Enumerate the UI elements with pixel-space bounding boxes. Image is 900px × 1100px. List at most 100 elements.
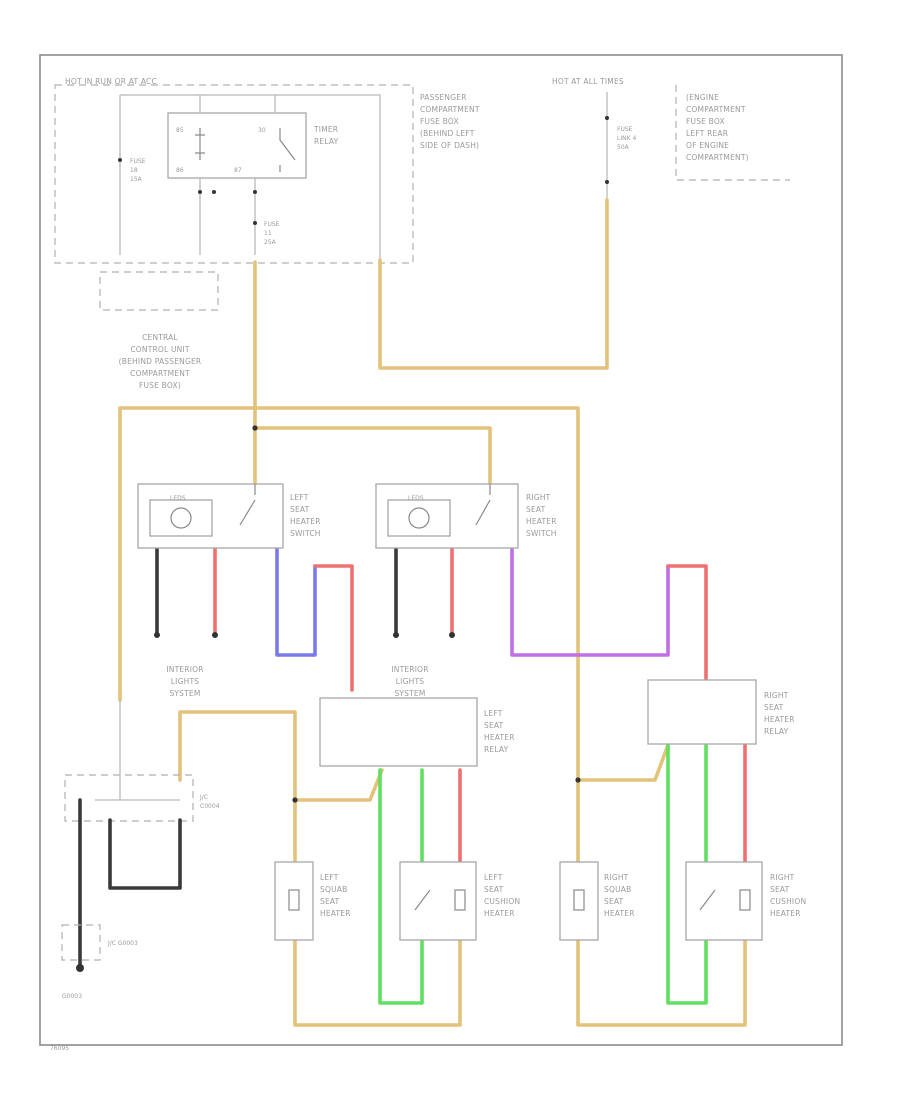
right-cushion-label-2: SEAT: [770, 885, 790, 894]
fuse-box-bus: [119, 94, 381, 260]
left-relay-label-2: SEAT: [484, 721, 504, 730]
heater-thermostat-icon: [414, 889, 431, 911]
yellow-wire-right-relay: [576, 743, 670, 782]
right-relay-label-4: RELAY: [764, 727, 789, 736]
engine-fuse-box-label-1: (ENGINE: [686, 93, 719, 102]
right-squab-label-1: RIGHT: [604, 873, 629, 882]
right-switch-led-icon: [408, 507, 430, 529]
right-switch-label-4: SWITCH: [526, 529, 557, 538]
right-squab-label-3: SEAT: [604, 897, 624, 906]
jc-ground-outline: [61, 924, 101, 961]
right-switch-label-2: SEAT: [526, 505, 546, 514]
left-switch-label-4: SWITCH: [290, 529, 321, 538]
right-switch-led-panel: [387, 499, 451, 537]
jc-connector-label-1: J/C: [199, 794, 208, 801]
left-squab-label-2: SQUAB: [320, 885, 347, 894]
engine-fuse-box-label-3: FUSE BOX: [686, 117, 725, 126]
left-seat-heater-relay: [319, 697, 478, 767]
timer-relay-label-2: RELAY: [314, 137, 339, 146]
passenger-fuse-box-label-2: COMPARTMENT: [420, 105, 480, 114]
right-seat-heater-relay: [647, 679, 757, 745]
central-control-unit-label-3: (BEHIND PASSENGER: [119, 357, 202, 366]
jc-connector-outline: [64, 774, 194, 822]
jc-connector-label-2: C0004: [200, 803, 220, 810]
heater-element-icon: [454, 889, 466, 911]
engine-fuse-box-label-6: COMPARTMENT): [686, 153, 749, 162]
ground-label: G0003: [62, 993, 82, 1000]
timer-relay-box: [167, 112, 307, 179]
right-switch-label-1: RIGHT: [526, 493, 551, 502]
left-switch-label-2: SEAT: [290, 505, 310, 514]
black-wire-jc-loop: [108, 818, 182, 890]
central-control-unit-label-4: COMPARTMENT: [130, 369, 190, 378]
heater-element-icon: [739, 889, 751, 911]
connector-dot: [449, 632, 455, 638]
interior-lights-mid-label-3: SYSTEM: [394, 689, 425, 698]
yellow-wire-right-return: [576, 938, 747, 1027]
splice-dot: [252, 425, 258, 431]
right-squab-label-4: HEATER: [604, 909, 635, 918]
right-cushion-label-1: RIGHT: [770, 873, 795, 882]
central-control-unit-label-5: FUSE BOX): [139, 381, 181, 390]
right-relay-label-2: SEAT: [764, 703, 784, 712]
hot-at-all-times-label: HOT AT ALL TIMES: [552, 77, 624, 86]
fuse-11-label-3: 25A: [264, 239, 277, 246]
yellow-wire-main-feed: [378, 198, 609, 370]
ground-point: [76, 964, 84, 972]
interior-lights-mid-label-2: LIGHTS: [396, 677, 424, 686]
connector-dot: [212, 632, 218, 638]
splice-dot: [118, 158, 122, 162]
left-squab-label-1: LEFT: [320, 873, 339, 882]
right-switch-led-label: LEDS: [408, 495, 424, 502]
heater-element-icon: [573, 889, 585, 911]
right-squab-seat-heater: [559, 861, 599, 941]
yellow-wire-left-return: [293, 938, 462, 1027]
relay-pin-86: 86: [176, 167, 184, 174]
left-switch-label-1: LEFT: [290, 493, 309, 502]
right-relay-label-1: RIGHT: [764, 691, 789, 700]
diagram-frame: [39, 54, 843, 1046]
right-switch-label-3: HEATER: [526, 517, 557, 526]
left-switch-label-3: HEATER: [290, 517, 321, 526]
relay-pin-87: 87: [234, 167, 242, 174]
central-control-unit-outline: [99, 271, 219, 311]
interior-lights-left-label-3: SYSTEM: [169, 689, 200, 698]
fuse-11-label-2: 11: [264, 230, 272, 237]
jc-ground-label: J/C G0003: [107, 940, 138, 947]
left-switch-led-icon: [170, 507, 192, 529]
diagram-code: 76095: [50, 1045, 69, 1052]
fuse-link-label-1: FUSE: [617, 126, 633, 133]
right-seat-cushion-heater: [685, 861, 763, 941]
blue-wire-left-switch: [275, 546, 317, 657]
engine-fuse-box-label-2: COMPARTMENT: [686, 105, 746, 114]
relay-contact-symbol: [279, 128, 296, 172]
left-switch-led-label: LEDS: [170, 495, 186, 502]
left-cushion-label-3: CUSHION: [484, 897, 520, 906]
right-cushion-label-4: HEATER: [770, 909, 801, 918]
left-relay-label-4: RELAY: [484, 745, 509, 754]
yellow-wire-interior-lights: [178, 710, 297, 864]
left-squab-label-3: SEAT: [320, 897, 340, 906]
splice-dot: [605, 180, 609, 184]
left-relay-label-1: LEFT: [484, 709, 503, 718]
gray-wire-jc: [95, 700, 180, 801]
fuse-link-label-3: 50A: [617, 144, 630, 151]
red-wire-right-relay: [666, 564, 708, 682]
interior-lights-left-label-2: LIGHTS: [171, 677, 199, 686]
left-squab-seat-heater: [274, 861, 314, 941]
left-squab-label-4: HEATER: [320, 909, 351, 918]
right-switch-contact: [475, 484, 491, 526]
hot-in-run-label: HOT IN RUN OR AT ACC: [65, 77, 157, 86]
left-seat-cushion-heater: [399, 861, 477, 941]
fuse-18-label-2: 18: [130, 167, 138, 174]
passenger-fuse-box-label-4: (BEHIND LEFT: [420, 129, 475, 138]
splice-dot: [605, 116, 609, 120]
relay-pin-30: 30: [258, 127, 266, 134]
relay-coil-symbol: [195, 128, 205, 160]
splice-dot: [253, 221, 257, 225]
right-relay-label-3: HEATER: [764, 715, 795, 724]
heater-element-icon: [288, 889, 300, 911]
left-cushion-label-2: SEAT: [484, 885, 504, 894]
left-cushion-label-1: LEFT: [484, 873, 503, 882]
